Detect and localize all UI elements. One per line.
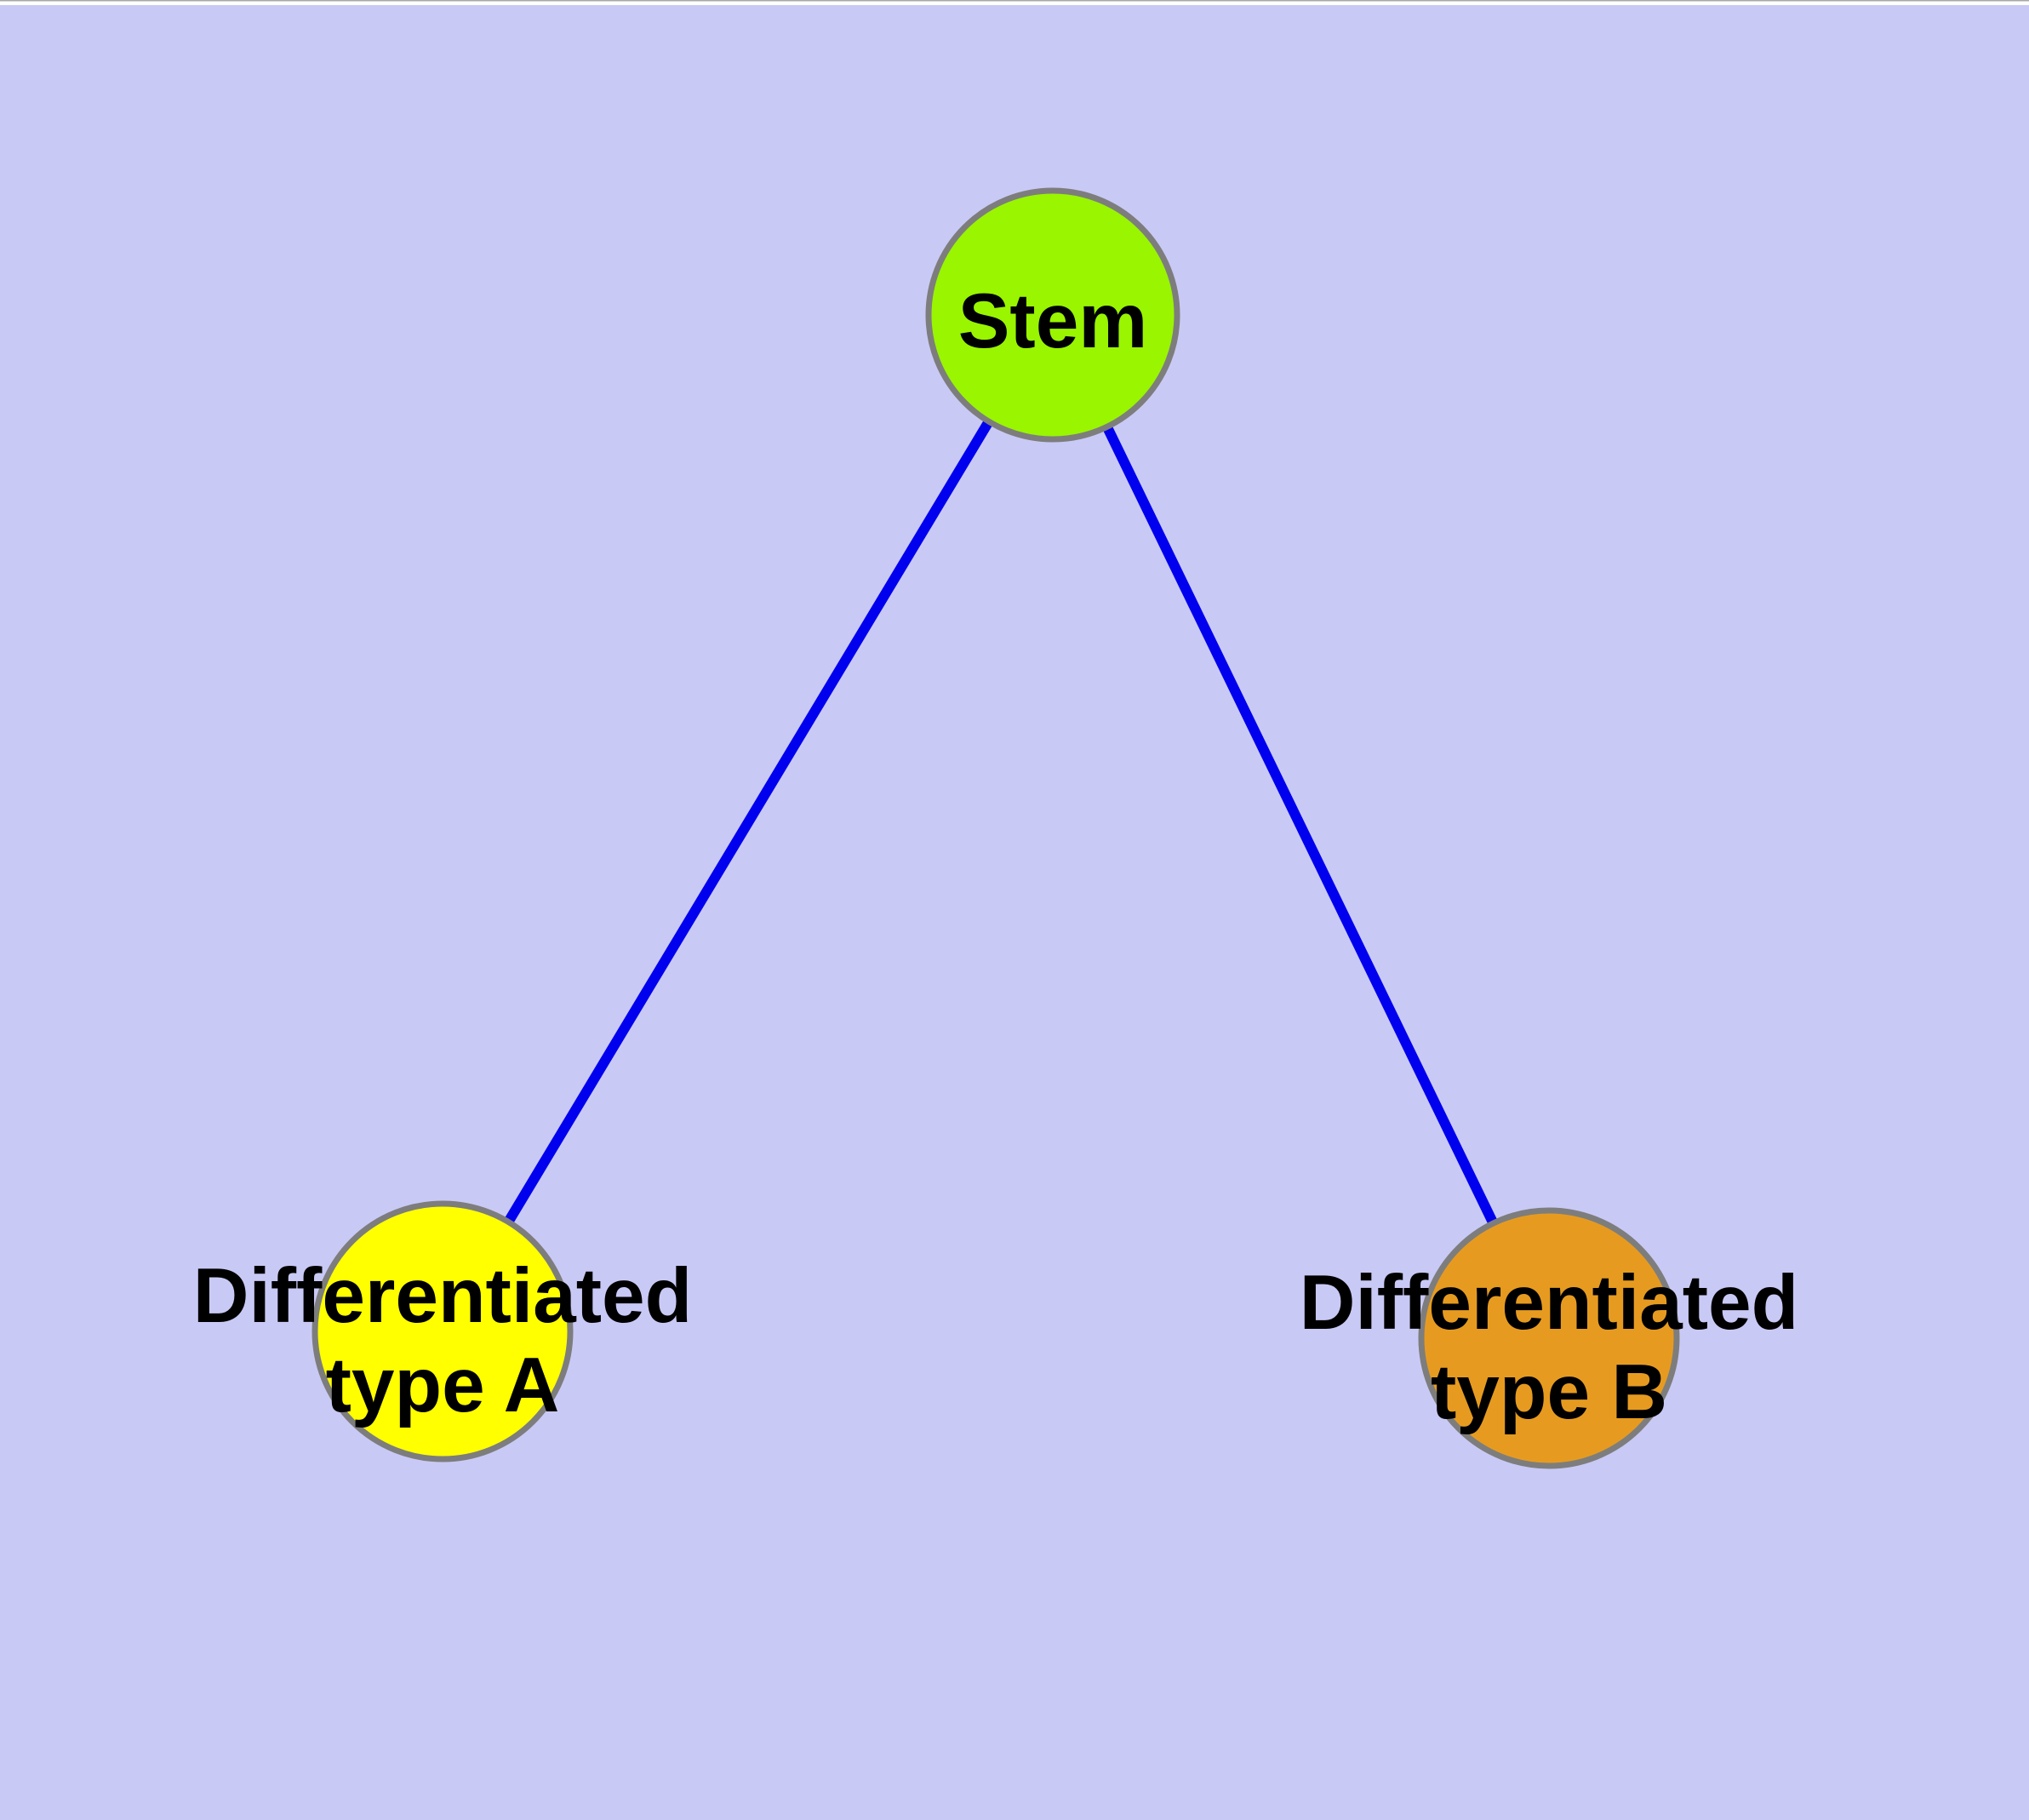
edge-stem-to-type-b [1048,312,1554,1341]
node-stem [925,187,1180,443]
node-label-type-b-line1: Differentiated [1300,1260,1799,1346]
node-differentiated-type-a [311,1200,574,1462]
node-differentiated-type-b [1418,1207,1680,1469]
node-label-type-b-line2: type B [1431,1349,1667,1435]
node-label-stem: Stem [958,278,1148,364]
node-label-type-a-line2: type A [326,1342,560,1428]
node-label-type-a-line1: Differentiated [193,1253,693,1339]
top-hairline [0,0,2029,2]
top-white-band [0,0,2029,5]
edge-stem-to-type-a [437,312,1058,1335]
